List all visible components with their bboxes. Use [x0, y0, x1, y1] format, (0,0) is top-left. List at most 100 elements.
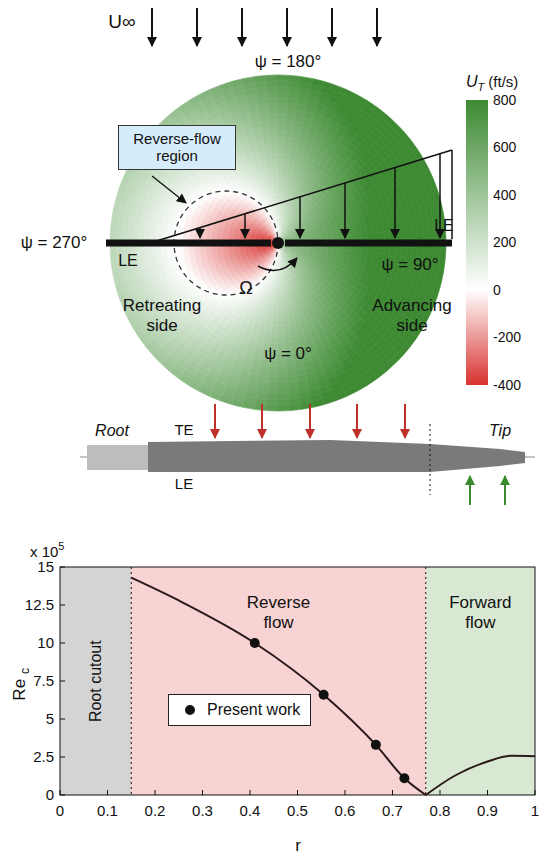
disk-cell [278, 125, 286, 131]
disk-cell [378, 232, 384, 240]
disk-cell [266, 159, 272, 165]
disk-cell [356, 234, 362, 240]
disk-cell [278, 338, 285, 344]
disk-cell [283, 310, 288, 316]
disk-cell [279, 248, 281, 254]
disk-cell [284, 148, 291, 154]
disk-cell [278, 249, 279, 255]
disk-cell [362, 234, 368, 240]
disk-cell [274, 187, 278, 193]
disk-cell [269, 176, 274, 182]
disk-cell [373, 246, 379, 253]
disk-cell [280, 254, 282, 260]
disk-cell [278, 120, 287, 126]
disk-cell [277, 226, 278, 232]
disk-cell [278, 181, 282, 187]
disk-cell [285, 131, 293, 137]
disk-cell [273, 176, 278, 182]
disk-cell [278, 159, 284, 165]
disk-cell [274, 299, 278, 305]
freestream-arrow [286, 8, 288, 46]
disk-cell [276, 209, 278, 215]
disk-cell [194, 234, 200, 240]
disk-cell [262, 131, 270, 137]
disk-cell [278, 310, 283, 316]
disk-cell [273, 310, 278, 316]
disk-cell [269, 120, 278, 126]
disk-cell [278, 114, 287, 120]
disk-cell [263, 137, 271, 143]
disk-cell [200, 251, 206, 257]
disk-cell [284, 332, 291, 338]
disk-cell [270, 125, 278, 131]
disk-cell [160, 247, 166, 255]
disk-cell [350, 229, 356, 235]
disk-cell [273, 316, 278, 322]
freestream-arrow [331, 8, 333, 46]
disk-cell [362, 246, 368, 252]
disk-cell [283, 321, 289, 327]
disk-cell [273, 165, 278, 171]
disk-cell [278, 176, 283, 182]
disk-cell [278, 153, 284, 159]
disk-cell [278, 321, 284, 327]
disk-cell [278, 327, 284, 333]
disk-cell [269, 182, 274, 188]
disk-cell [276, 221, 278, 227]
disk-cell [278, 293, 282, 299]
disk-cell [389, 247, 395, 255]
disk-cell [278, 142, 285, 148]
disk-cell [373, 232, 379, 239]
disk-cell [285, 137, 293, 143]
disk-cell [166, 247, 172, 255]
disk-cell [272, 159, 278, 165]
disk-cell [278, 170, 283, 176]
disk-cell [282, 293, 286, 299]
disk-cell [278, 288, 282, 294]
disk-cell [264, 142, 271, 148]
disk-cell [194, 246, 200, 252]
disk-cell [206, 250, 212, 256]
disk-cell [266, 154, 273, 160]
disk-cell [278, 148, 285, 154]
disk-cell [265, 148, 272, 154]
disk-cell [384, 247, 390, 255]
disk-cell [271, 137, 278, 143]
disk-cell [278, 282, 281, 288]
freestream-arrow [151, 8, 153, 46]
disk-cell [278, 165, 283, 171]
disk-cell [177, 246, 183, 253]
disk-cell [367, 233, 373, 240]
disk-cell [272, 327, 278, 333]
disk-cell [273, 170, 278, 176]
disk-cell [282, 298, 287, 304]
disk-cell [278, 299, 282, 305]
disk-cell [274, 193, 278, 199]
disk-cell [271, 148, 278, 154]
disk-cell [271, 332, 278, 338]
freestream-arrow [196, 8, 198, 46]
disk-cell [270, 131, 278, 137]
disk-cell [266, 326, 273, 332]
freestream-arrow [241, 8, 243, 46]
disk-cell [188, 234, 194, 240]
disk-cell [280, 248, 282, 254]
disk-cell [284, 326, 291, 332]
disk-cell [268, 170, 273, 176]
disk-cell [282, 304, 287, 310]
disk-cell [285, 337, 292, 343]
disk-cell [265, 332, 272, 338]
disk-cell [278, 271, 280, 277]
disk-cell [155, 230, 161, 239]
disk-cell [278, 131, 286, 137]
disk-cell [283, 315, 289, 321]
disk-cell [273, 304, 278, 310]
disk-cell [183, 246, 189, 253]
disk-cell [395, 247, 401, 256]
disk-cell [280, 254, 282, 260]
disk-cell [183, 233, 189, 240]
disk-cell [285, 142, 292, 148]
disk-cell [264, 337, 271, 343]
disk-cell [272, 153, 278, 159]
disk-cell [278, 316, 283, 322]
